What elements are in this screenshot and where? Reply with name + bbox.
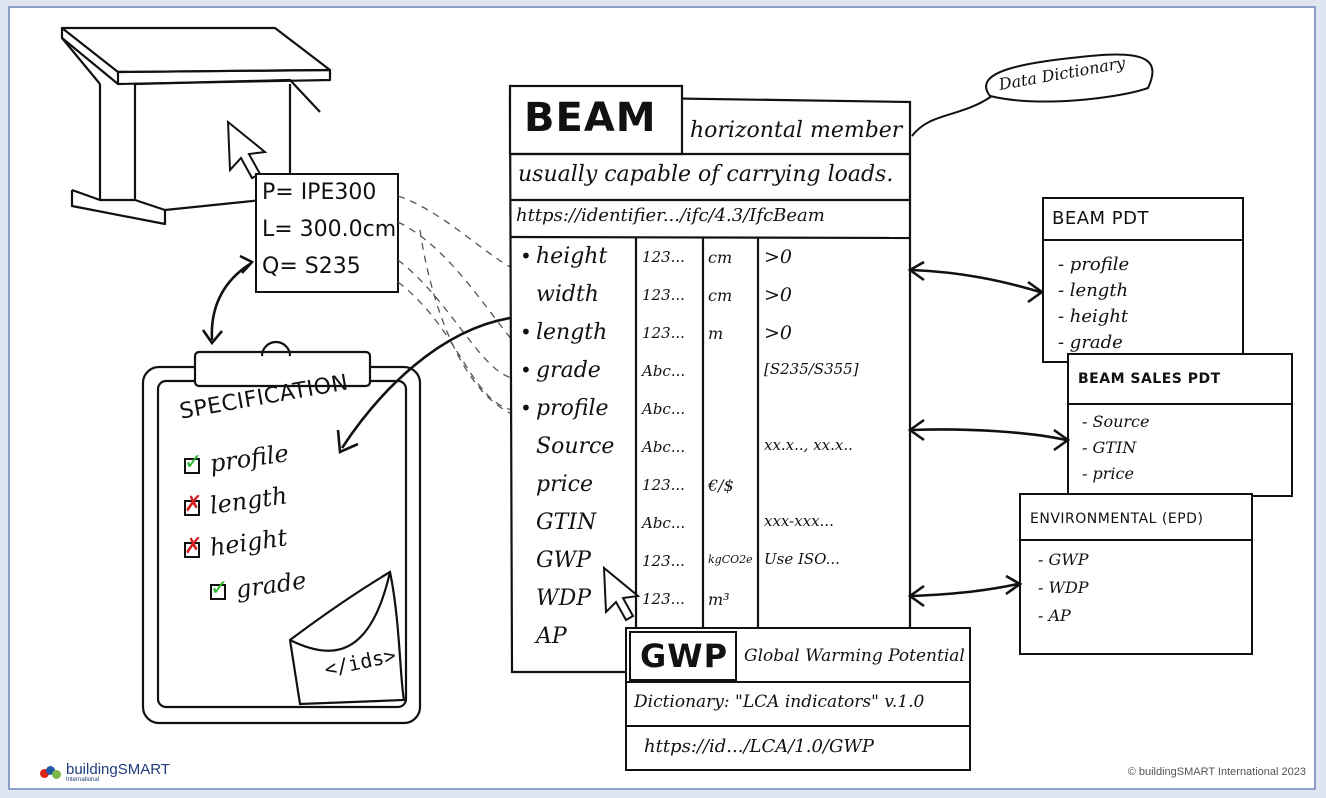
property-name: grade — [536, 358, 601, 383]
bullet-icon: • — [520, 396, 532, 420]
beam-uri: https://identifier.../ifc/4.3/IfcBeam — [516, 205, 825, 226]
beam-sales-pdt-box — [1067, 353, 1293, 497]
list-item: - grade — [1058, 332, 1123, 353]
property-unit: m³ — [708, 590, 730, 609]
logo-subtext: International — [66, 777, 100, 783]
list-item: - GTIN — [1082, 438, 1137, 457]
beam-table-lines — [508, 84, 911, 672]
gwp-card-dictionary: Dictionary: "LCA indicators" v.1.0 — [634, 692, 925, 712]
cross-icon: ✗ — [184, 492, 203, 517]
property-unit: kgCO2e — [708, 553, 753, 566]
property-type: Abc... — [642, 514, 686, 532]
property-name: AP — [536, 624, 567, 649]
property-type: 123... — [642, 552, 685, 570]
property-value: >0 — [764, 322, 793, 344]
bullet-icon: • — [520, 244, 532, 268]
product-tag-box — [255, 173, 399, 293]
list-item: - length — [1058, 280, 1129, 301]
gwp-card-uri: https://id.../LCA/1.0/GWP — [644, 736, 874, 757]
environmental-title: ENVIRONMENTAL (EPD) — [1030, 511, 1204, 527]
property-name: width — [536, 282, 599, 307]
property-name: profile — [536, 396, 609, 421]
list-item: - profile — [1058, 254, 1130, 275]
environmental-box — [1019, 493, 1253, 655]
list-item: - price — [1082, 464, 1134, 483]
i-beam-illustration — [60, 26, 332, 226]
property-unit: m — [708, 324, 724, 343]
property-name: GTIN — [536, 510, 597, 535]
cursor-icon — [226, 119, 268, 180]
double-arrows-right — [907, 260, 1071, 608]
beam-pdt-box — [1042, 197, 1244, 363]
property-name: height — [536, 244, 608, 269]
property-name: Source — [536, 434, 615, 459]
check-icon: ✓ — [210, 576, 229, 601]
property-name: price — [536, 472, 593, 497]
beam-definition-line2: usually capable of carrying loads. — [518, 162, 894, 187]
property-type: 123... — [642, 324, 685, 342]
logo-mark-icon — [40, 765, 62, 780]
property-name: WDP — [536, 586, 592, 611]
property-type: 123... — [642, 476, 685, 494]
clipboard-illustration — [141, 340, 422, 725]
data-dictionary-callout — [911, 53, 1154, 137]
logo-text: buildingSMART — [66, 761, 170, 778]
double-arrow-tag-clipboard — [201, 254, 255, 346]
property-name: length — [536, 320, 608, 345]
property-unit: cm — [708, 248, 733, 267]
property-type: 123... — [642, 248, 685, 266]
bullet-icon: • — [520, 320, 532, 344]
list-item: - height — [1058, 306, 1129, 327]
list-item: - GWP — [1038, 550, 1089, 569]
property-value: xx.x.., xx.x.. — [764, 436, 853, 454]
list-item: - Source — [1082, 412, 1150, 431]
property-type: Abc... — [642, 362, 686, 380]
property-value: [S235/S355] — [764, 360, 859, 378]
beam-pdt-title: BEAM PDT — [1052, 208, 1149, 229]
property-value: >0 — [764, 246, 793, 268]
tag-quality: Q= S235 — [262, 254, 361, 279]
cross-icon: ✗ — [184, 534, 203, 559]
arrow-table-to-clipboard — [336, 316, 511, 454]
property-unit: €/$ — [708, 476, 734, 495]
property-name: GWP — [536, 548, 591, 573]
property-type: 123... — [642, 286, 685, 304]
cursor-icon-gwp — [602, 565, 641, 622]
beam-definition-line1: horizontal member — [690, 118, 903, 143]
list-item: - AP — [1038, 606, 1071, 625]
gwp-card-outline — [625, 627, 971, 771]
check-icon: ✓ — [184, 450, 203, 475]
copyright-text: © buildingSMART International 2023 — [1127, 766, 1306, 778]
property-type: Abc... — [642, 400, 686, 418]
list-item: - WDP — [1038, 578, 1089, 597]
tag-length: L= 300.0cm — [262, 217, 397, 242]
buildingsmart-logo: buildingSMART International — [40, 762, 170, 783]
property-type: 123... — [642, 590, 685, 608]
dashed-links — [397, 195, 513, 415]
gwp-card-label: GWP — [640, 637, 729, 675]
property-value: >0 — [764, 284, 793, 306]
gwp-card-definition: Global Warming Potential — [744, 646, 965, 666]
bullet-icon: • — [520, 358, 532, 382]
beam-sales-pdt-title: BEAM SALES PDT — [1078, 371, 1221, 387]
property-value: xxx-xxx... — [764, 512, 834, 530]
property-type: Abc... — [642, 438, 686, 456]
beam-label: BEAM — [524, 95, 657, 141]
property-unit: cm — [708, 286, 733, 305]
property-value: Use ISO... — [764, 550, 840, 568]
tag-profile: P= IPE300 — [262, 180, 377, 205]
